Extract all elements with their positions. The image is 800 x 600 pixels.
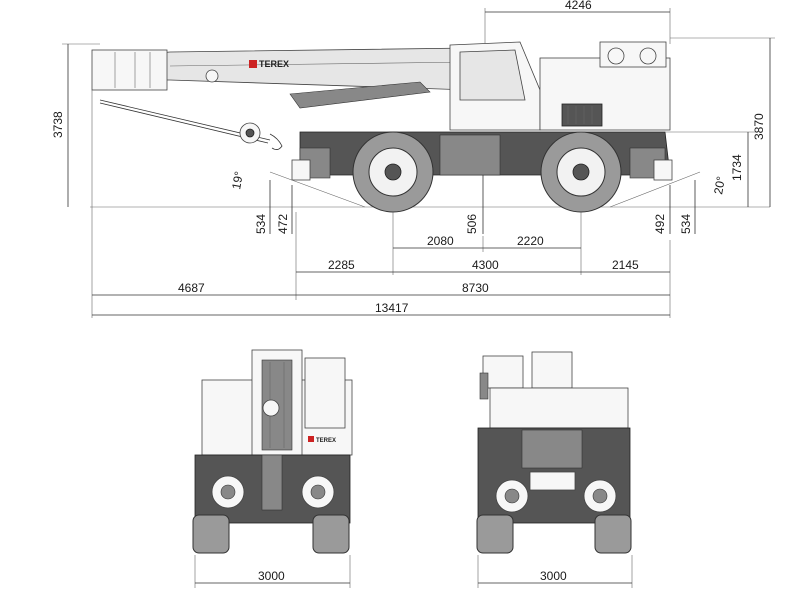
dim-clearance-472: 472 — [276, 214, 290, 234]
dim-overall-length: 13417 — [375, 301, 409, 315]
dim-front-track-width: 3000 — [258, 569, 285, 583]
rear-view: 3000 — [476, 351, 633, 588]
superstructure — [449, 41, 671, 131]
dim-height-right: 3870 — [752, 113, 766, 140]
dim-ground-clearance-rear: 534 — [679, 214, 693, 234]
dim-boom-overhang: 4687 — [178, 281, 205, 295]
dim-clearance-506: 506 — [465, 214, 479, 234]
side-view: TEREX — [51, 0, 775, 318]
front-view: TEREX 3000 — [192, 349, 353, 588]
departure-angle-line — [609, 171, 701, 208]
dim-rear-track-width: 3000 — [540, 569, 567, 583]
dim-cab-length: 4246 — [565, 0, 592, 12]
departure-angle-label: 20° — [711, 175, 728, 196]
dim-8730: 8730 — [462, 281, 489, 295]
dim-2220: 2220 — [517, 234, 544, 248]
brand-label: TEREX — [259, 59, 289, 69]
terex-logo: TEREX — [249, 59, 289, 69]
dim-ground-clearance-front: 534 — [254, 214, 268, 234]
svg-text:TEREX: TEREX — [316, 438, 336, 444]
front-wheel — [352, 131, 434, 213]
approach-angle-line — [269, 171, 366, 208]
rear-wheel — [540, 131, 622, 213]
dim-2080: 2080 — [427, 234, 454, 248]
dim-2145: 2145 — [612, 258, 639, 272]
boom — [91, 47, 471, 150]
dim-overall-height: 3738 — [51, 111, 65, 138]
dim-2285: 2285 — [328, 258, 355, 272]
dim-body-height: 1734 — [730, 154, 744, 181]
dim-wheelbase: 4300 — [472, 258, 499, 272]
dim-clearance-492: 492 — [653, 214, 667, 234]
approach-angle-label: 19° — [229, 170, 246, 191]
